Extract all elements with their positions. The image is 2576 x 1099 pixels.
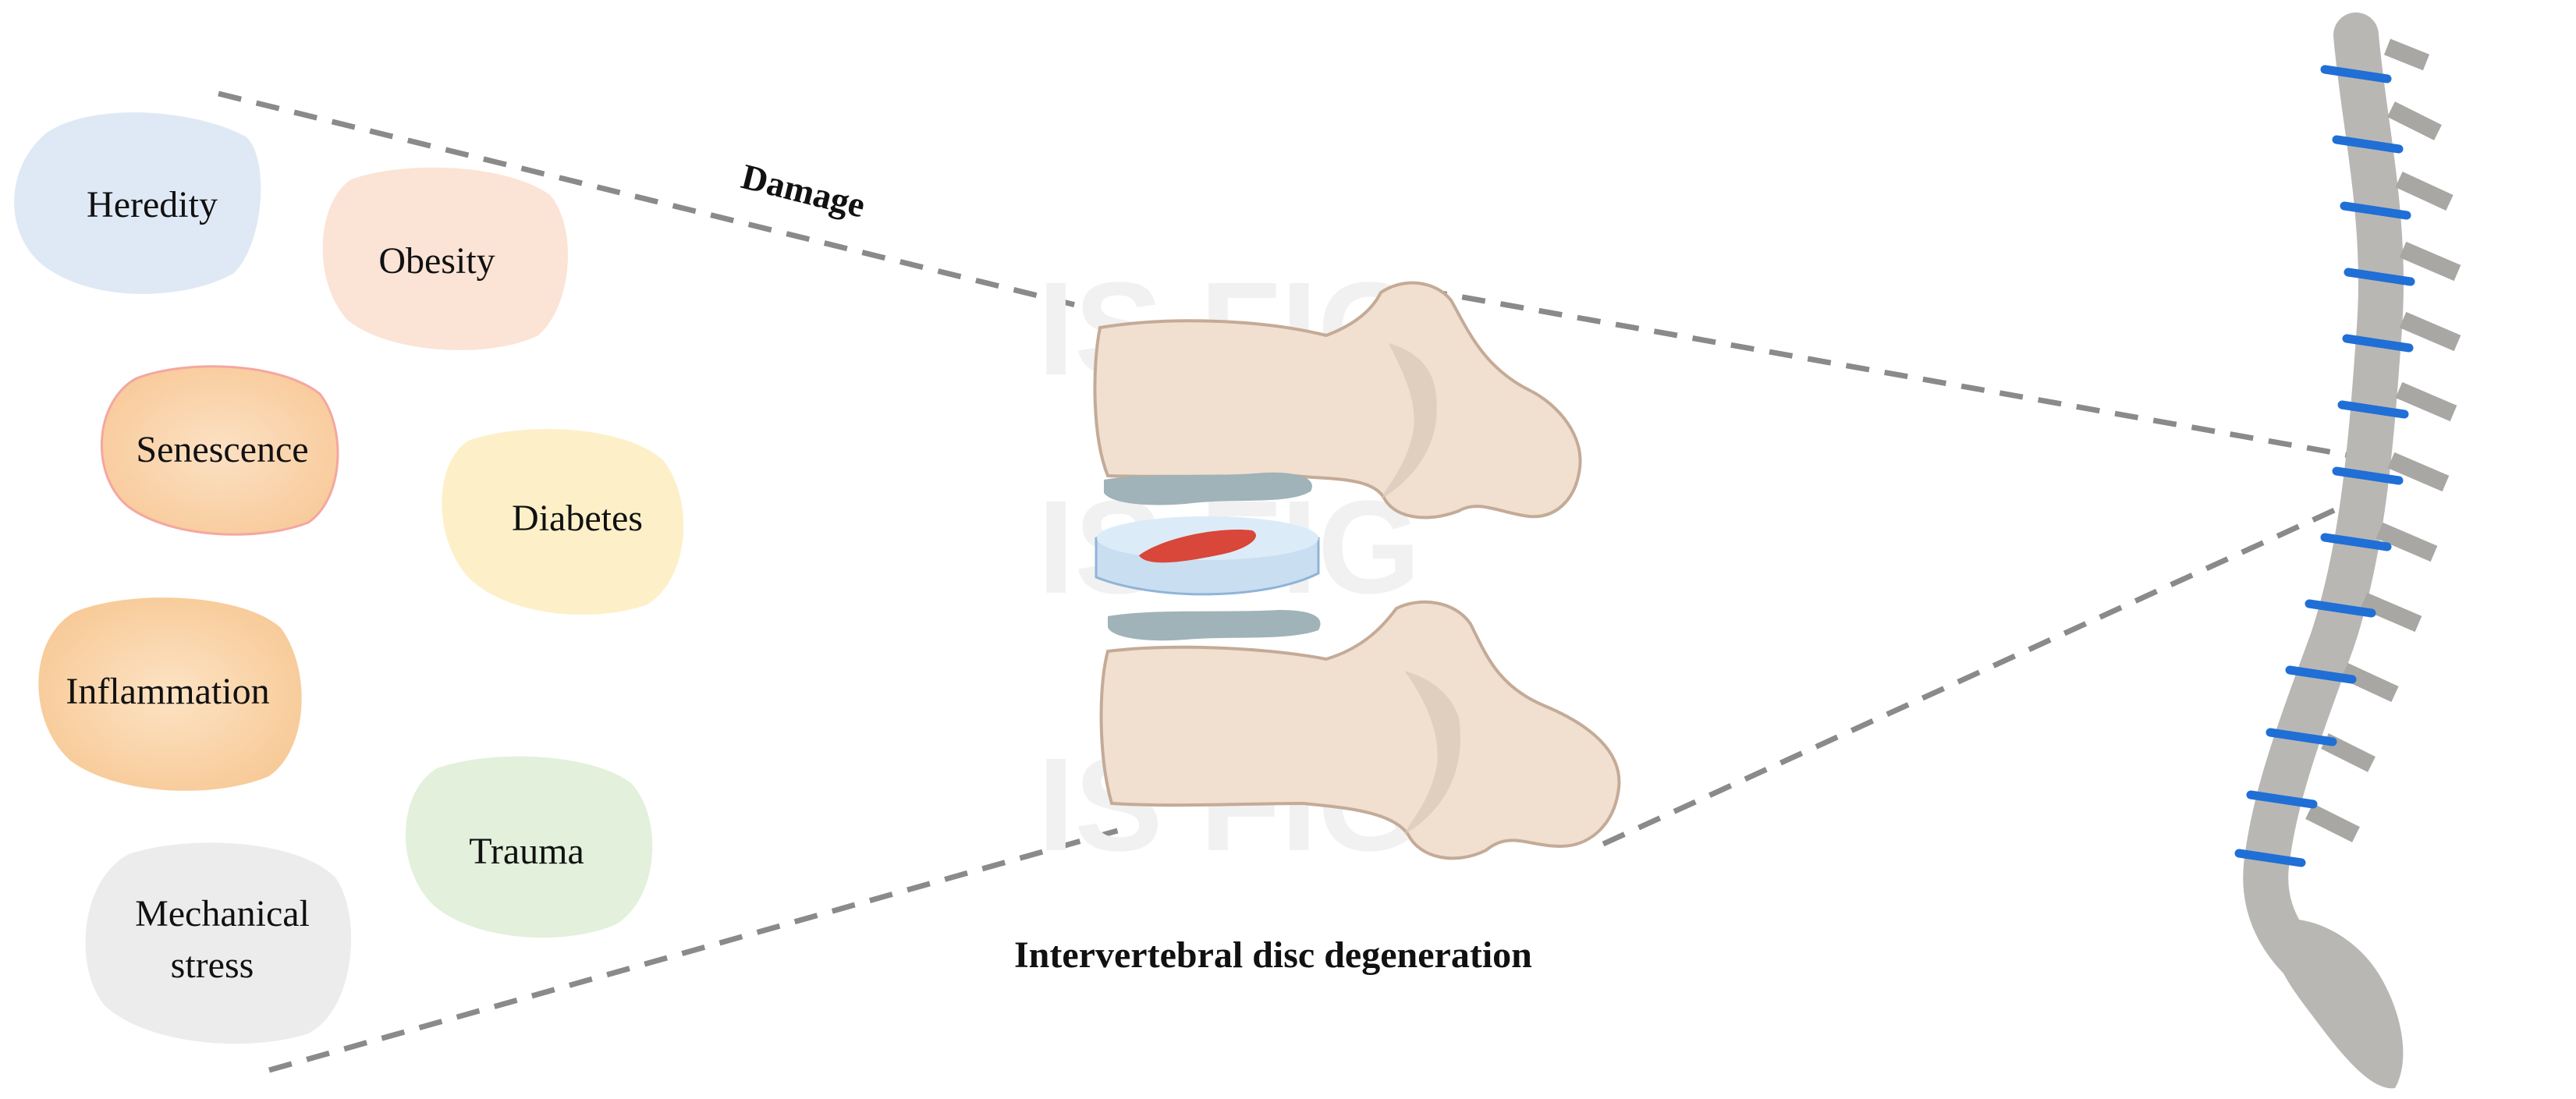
upper-endplate	[1104, 472, 1312, 505]
blob-mechanical-stress	[85, 842, 352, 1044]
dashed-line-upper-right	[1423, 287, 2368, 462]
spine-column	[2243, 12, 2404, 982]
upper-vertebra-shading	[1381, 343, 1437, 499]
label-senescence: Senescence	[136, 429, 308, 470]
spine-disc-10	[2285, 665, 2357, 684]
spine-disc-4	[2344, 268, 2415, 286]
label-inflammation: Inflammation	[66, 671, 269, 712]
blob-obesity	[322, 167, 568, 350]
dashed-line-lower-left	[268, 824, 1132, 1073]
dashed-line-lower-right	[1602, 488, 2377, 847]
figure-caption: Intervertebral disc degeneration	[1014, 934, 1532, 976]
projection-lines	[218, 90, 2377, 1073]
label-stress: stress	[171, 945, 254, 986]
nucleus-pulposus	[1139, 530, 1256, 563]
sacrum	[2273, 919, 2404, 1089]
blob-heredity	[14, 112, 261, 294]
lower-vertebra-body	[1099, 600, 1621, 860]
blob-inflammation	[38, 597, 302, 791]
blob-trauma	[405, 756, 653, 938]
risk-factor-blobs	[14, 112, 684, 1044]
spine-disc-3	[2340, 201, 2411, 220]
label-mechanical: Mechanical	[135, 893, 310, 934]
label-diabetes: Diabetes	[512, 498, 643, 539]
spine-disc-7	[2332, 466, 2404, 485]
spine-disc-13	[2234, 849, 2306, 867]
spine-disc-5	[2342, 334, 2414, 353]
dashed-line-upper-left	[218, 90, 1089, 311]
blob-diabetes	[442, 429, 684, 615]
damage-label: Damage	[738, 156, 870, 225]
spine-disc-11	[2266, 728, 2337, 746]
blob-senescence	[100, 365, 339, 536]
label-heredity: Heredity	[87, 184, 218, 225]
lower-endplate	[1108, 610, 1321, 641]
vertebra-illustration	[1093, 281, 1621, 860]
spine-disc-9	[2305, 599, 2376, 618]
label-obesity: Obesity	[378, 240, 495, 282]
spine-illustration	[2234, 12, 2461, 1089]
label-trauma: Trauma	[469, 831, 584, 872]
text-layer: Heredity Obesity Senescence Diabetes Inf…	[66, 156, 1531, 986]
spine-disc-12	[2246, 790, 2318, 809]
spine-disc-6	[2337, 400, 2409, 419]
spine-processes	[2305, 38, 2461, 842]
lower-vertebra-shading	[1404, 671, 1460, 835]
spine-disc-2	[2332, 135, 2404, 154]
spine-discs	[2234, 65, 2415, 867]
spine-disc-8	[2320, 533, 2392, 551]
spine-disc-1	[2320, 65, 2392, 83]
